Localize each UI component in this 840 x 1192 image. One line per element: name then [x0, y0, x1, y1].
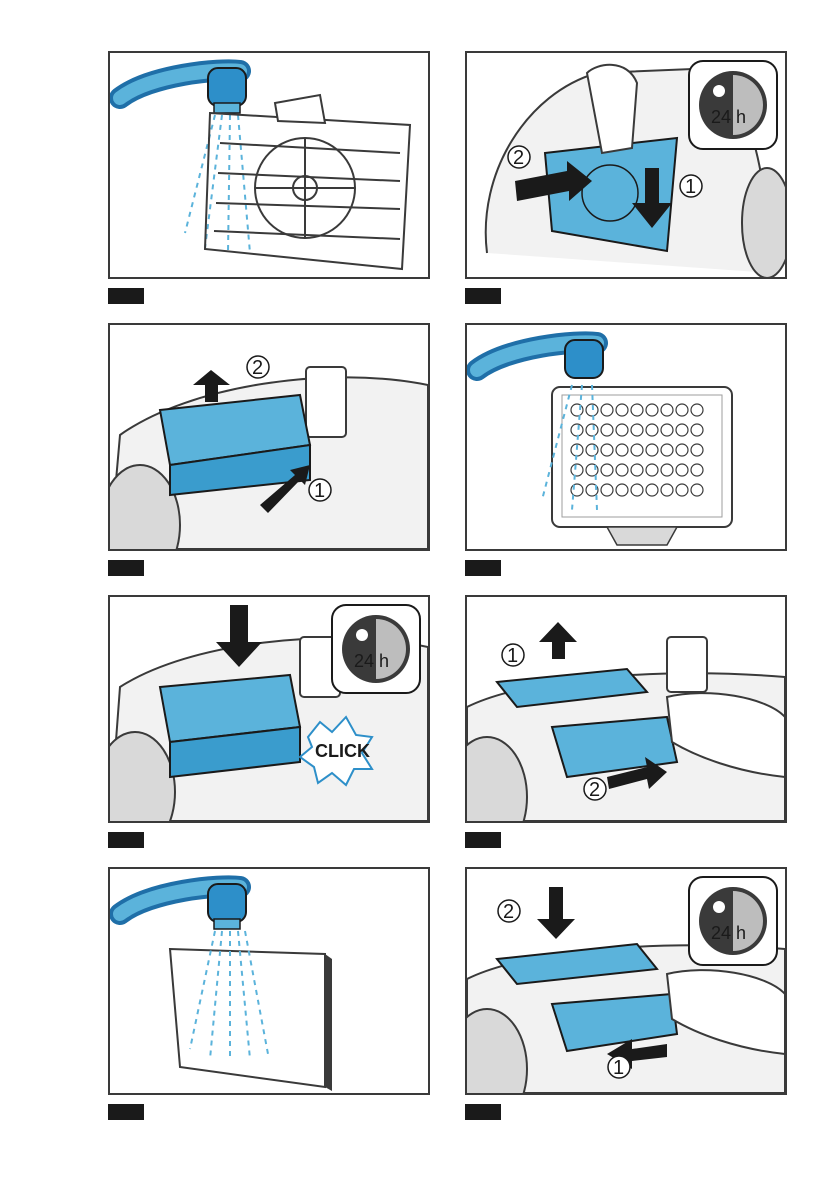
figure-panel-2: 2 1 24 h [465, 51, 787, 279]
insert-flat-filter-illustration: 2 1 24 h [467, 869, 785, 1093]
remove-flat-filter-illustration: 1 2 [467, 597, 785, 821]
step-marker-8 [465, 1104, 501, 1120]
figure-panel-8: 2 1 24 h [465, 867, 787, 1095]
timer-label: 24 h [711, 923, 746, 943]
arrow-up [539, 622, 577, 659]
callout-1-label: 1 [314, 480, 325, 502]
flat-filter [170, 949, 325, 1087]
insert-frame-filter-illustration: 2 1 24 h [467, 53, 785, 277]
callout-2-label: 2 [513, 147, 524, 169]
dust-container-top [306, 367, 346, 437]
timer-label: 24 h [354, 651, 389, 671]
callout-1-label: 1 [507, 645, 518, 667]
tap-head [208, 884, 246, 922]
frame-filter [205, 95, 410, 269]
figure-panel-6: 1 2 [465, 595, 787, 823]
step-marker-5 [108, 832, 144, 848]
step-marker-1 [108, 288, 144, 304]
remove-box-filter-illustration: 2 1 [110, 325, 428, 549]
step-marker-4 [465, 560, 501, 576]
step-marker-7 [108, 1104, 144, 1120]
tap-head [208, 68, 246, 106]
figure-panel-1 [108, 51, 430, 279]
arrow-down [537, 887, 575, 939]
rinse-frame-filter-illustration [110, 53, 428, 277]
figure-panel-4 [465, 323, 787, 551]
step-marker-6 [465, 832, 501, 848]
step-marker-2 [465, 288, 501, 304]
timer-label: 24 h [711, 107, 746, 127]
callout-1-label: 1 [613, 1057, 624, 1079]
figure-panel-7 [108, 867, 430, 1095]
figure-panel-3: 2 1 [108, 323, 430, 551]
click-label: CLICK [315, 741, 370, 761]
callout-2-label: 2 [503, 901, 514, 923]
insert-box-filter-illustration: CLICK 24 h [110, 597, 428, 821]
tap-head [565, 340, 603, 378]
callout-2-label: 2 [589, 779, 600, 801]
rinse-flat-filter-illustration [110, 869, 428, 1093]
callout-2-label: 2 [252, 357, 263, 379]
rinse-hex-filter-illustration [467, 325, 785, 549]
figure-panel-5: CLICK 24 h [108, 595, 430, 823]
callout-1-label: 1 [685, 176, 696, 198]
step-marker-3 [108, 560, 144, 576]
